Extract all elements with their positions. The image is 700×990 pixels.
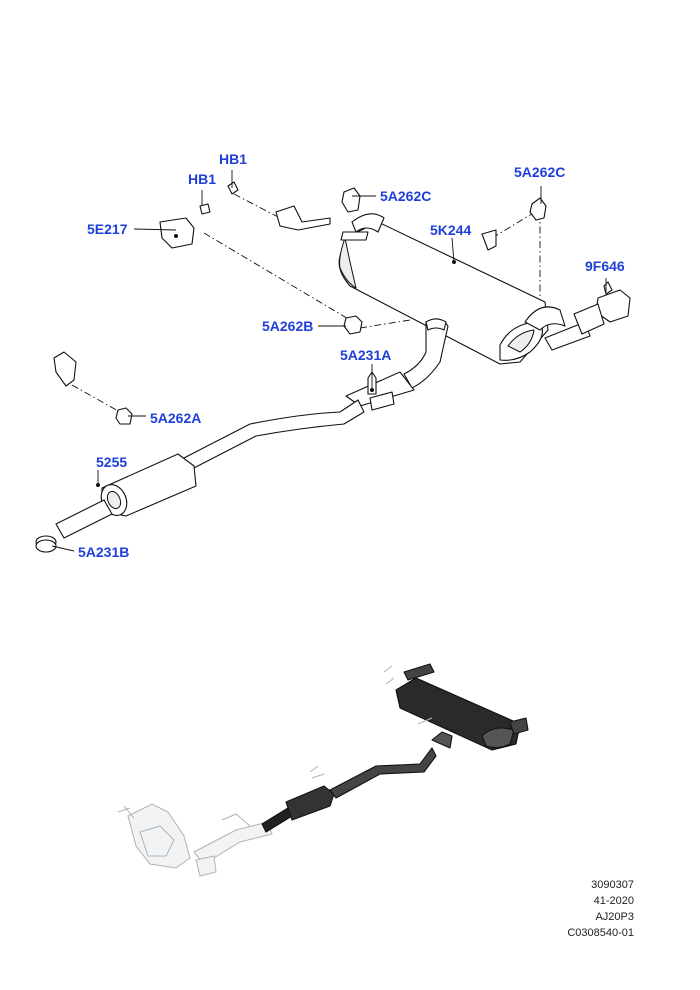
callout-5a262c-right: 5A262C — [514, 164, 565, 180]
callout-9f646: 9F646 — [585, 258, 625, 274]
callout-hb1-top: HB1 — [219, 151, 247, 167]
exploded-view: HB1 HB1 5E217 5A262C 5A262C 5K244 9F646 … — [35, 151, 631, 560]
callout-5a262b: 5A262B — [262, 318, 313, 334]
locator-ghost-front — [117, 803, 273, 877]
callout-5255: 5255 — [96, 454, 127, 470]
callout-5k244: 5K244 — [430, 222, 471, 238]
leader-lines — [51, 170, 607, 552]
reference-line-2: 41-2020 — [593, 895, 634, 907]
callout-5a262a: 5A262A — [150, 410, 201, 426]
actuator-9f646 — [573, 281, 631, 335]
clamp-5a231b — [35, 535, 57, 553]
callout-5a231b: 5A231B — [78, 544, 129, 560]
intermediate-pipe — [179, 318, 449, 471]
insulator-5a262a — [53, 351, 133, 425]
reference-block: 3090307 41-2020 AJ20P3 C0308540-01 — [567, 877, 634, 941]
callout-hb1: HB1 — [188, 171, 216, 187]
locator-view — [117, 663, 529, 877]
reference-line-3: AJ20P3 — [595, 911, 634, 923]
insulator-5a262c-left — [275, 187, 361, 231]
rear-muffler — [338, 213, 591, 365]
center-muffler — [55, 453, 197, 539]
insulator-5a262c-right — [481, 197, 547, 251]
callout-5e217: 5E217 — [87, 221, 128, 237]
callouts: HB1 HB1 5E217 5A262C 5A262C 5K244 9F646 … — [78, 151, 625, 560]
callout-5a231a: 5A231A — [340, 347, 391, 363]
callout-5a262c-left: 5A262C — [380, 188, 431, 204]
reference-line-4: C0308540-01 — [567, 927, 634, 939]
insulator-5a262b — [343, 315, 363, 335]
reference-line-1: 3090307 — [591, 879, 634, 891]
bracket-5e217 — [159, 181, 239, 249]
locator-exhaust — [261, 663, 529, 833]
